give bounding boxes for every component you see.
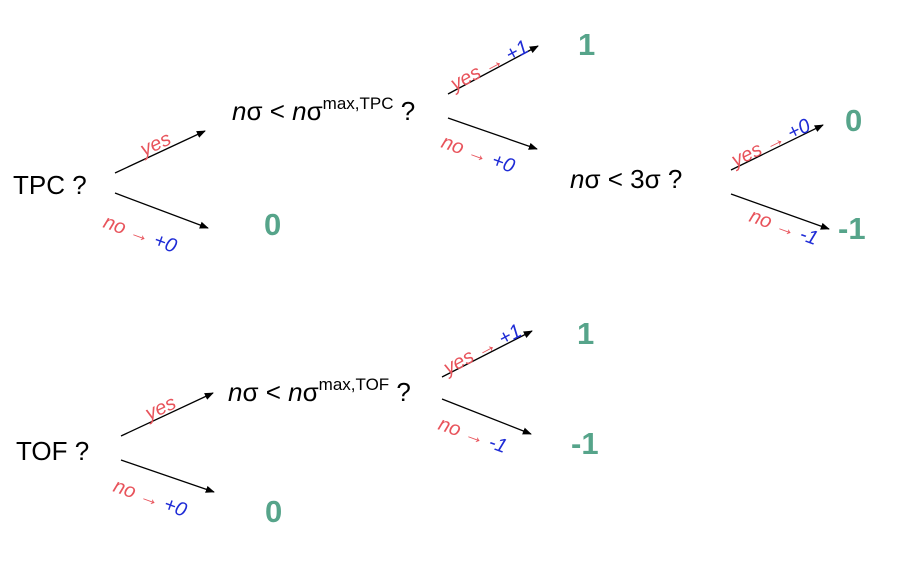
- n-symbol: n: [232, 96, 247, 126]
- sigma: σ: [306, 96, 323, 126]
- sigma-less-3sigma: σ < 3σ ?: [584, 164, 683, 194]
- n-symbol: n: [292, 96, 307, 126]
- tof-result-cond1-yes: 1: [577, 316, 595, 351]
- tof-root-node: TOF ?: [16, 436, 90, 466]
- sigma: σ: [302, 377, 319, 407]
- question-mark: ?: [393, 96, 416, 126]
- arrow-tpc-yes: [114, 130, 206, 174]
- arrow-tof-cond1-yes: [441, 330, 533, 378]
- max-tpc-superscript: max,TPC: [322, 94, 394, 113]
- tof-result-cond1-no: -1: [571, 426, 599, 461]
- tpc-root-node: TPC ?: [13, 170, 87, 200]
- arrow-tof-cond1-no: [441, 398, 532, 435]
- n-symbol: n: [570, 164, 585, 194]
- sigma-less: σ <: [242, 377, 289, 407]
- sigma-less: σ <: [246, 96, 293, 126]
- tpc-result-cond1-yes: 1: [578, 27, 596, 62]
- arrow-tpc-no: [114, 192, 209, 229]
- tpc-result-cond2-no: -1: [838, 211, 866, 246]
- tpc-result-cond2-yes: 0: [845, 103, 863, 138]
- arrow-tpc-cond1-yes: [447, 45, 539, 95]
- arrow-tof-no: [120, 459, 215, 493]
- n-symbol: n: [228, 377, 243, 407]
- arrow-tpc-cond2-no: [730, 193, 830, 230]
- question-mark: ?: [389, 377, 411, 407]
- arrow-tpc-cond2-yes: [730, 124, 824, 171]
- arrow-tof-yes: [120, 392, 214, 437]
- max-tof-superscript: max,TOF: [318, 375, 390, 394]
- tpc-result-no: 0: [264, 207, 282, 242]
- tof-condition-max: nσ < nσmax,TOF ?: [228, 375, 411, 408]
- arrow-tpc-cond1-no: [447, 117, 538, 150]
- tof-result-no: 0: [265, 494, 283, 529]
- tpc-condition-3sigma: nσ < 3σ ?: [570, 164, 682, 195]
- tpc-condition-max: nσ < nσmax,TPC ?: [232, 94, 416, 127]
- n-symbol: n: [288, 377, 303, 407]
